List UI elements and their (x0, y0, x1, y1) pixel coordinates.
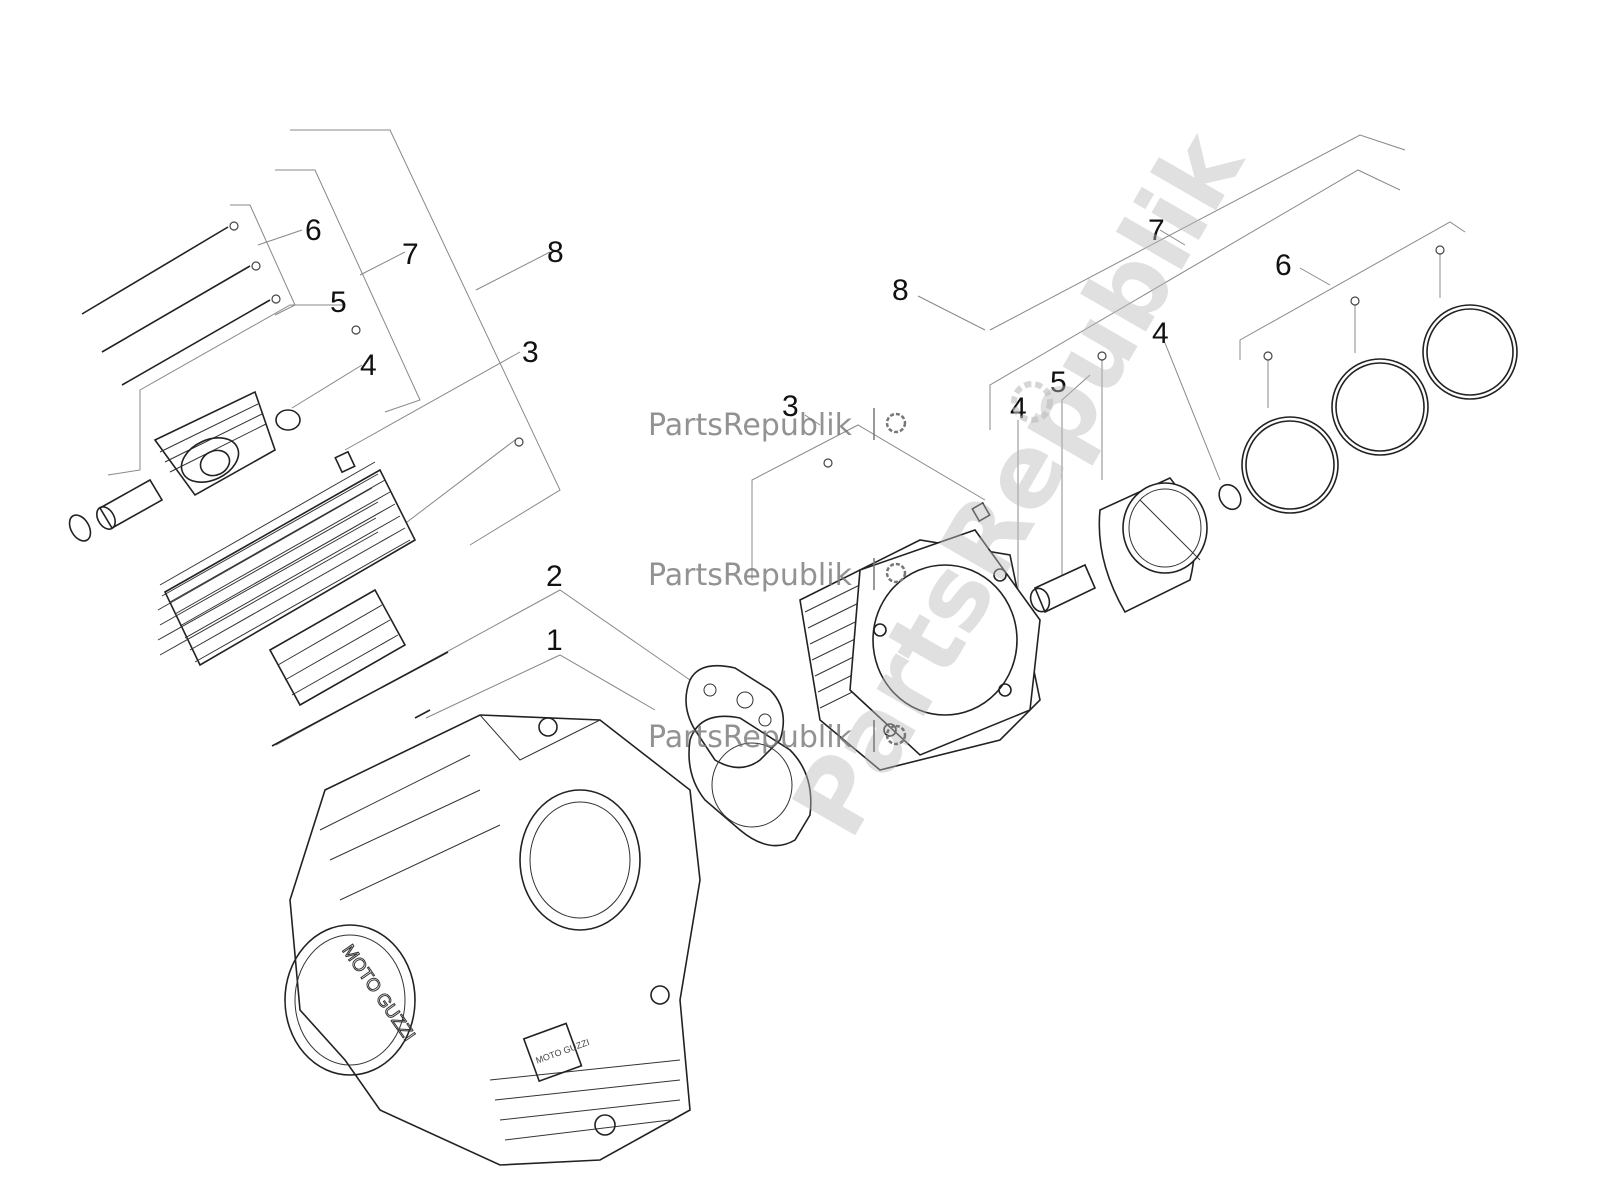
left-piston-rings-exploded (81, 221, 524, 447)
callout-right-4-upper: 4 (1152, 317, 1169, 350)
callout-left-5: 5 (330, 286, 347, 319)
right-dowel (971, 501, 991, 523)
left-piston-pin (96, 478, 164, 530)
callout-right-5: 5 (1050, 366, 1067, 399)
callout-right-6: 6 (1275, 249, 1292, 282)
right-leader-dots (823, 245, 1445, 468)
callout-left-7: 7 (402, 238, 419, 271)
watermark-small-text-1: PartsRepublik (648, 408, 853, 443)
callout-left-3: 3 (522, 336, 539, 369)
left-studs (271, 651, 449, 747)
left-dowel (334, 450, 356, 474)
callout-right-7: 7 (1148, 214, 1165, 247)
callout-left-4: 4 (360, 349, 377, 382)
watermark-gear-icon-3 (885, 724, 907, 746)
right-piston (1098, 477, 1208, 614)
callout-right-3: 3 (782, 390, 799, 423)
callout-left-2: 2 (546, 560, 563, 593)
crankcase (284, 714, 701, 1166)
watermark-small-2: PartsRepublik (648, 558, 907, 593)
watermark-small-1: PartsRepublik (648, 408, 907, 443)
left-cylinder (157, 461, 417, 707)
callout-right-8: 8 (892, 274, 909, 307)
right-circlip-upper (1218, 483, 1242, 511)
gasket-2 (685, 664, 785, 769)
left-circlips (68, 409, 301, 542)
gasket-1 (688, 715, 812, 847)
watermark-gear-icon-2 (885, 562, 907, 584)
right-piston-pin (1029, 563, 1097, 614)
callout-left-1: 1 (546, 624, 563, 657)
watermark-gear-icon-large (1011, 381, 1053, 423)
callout-left-8: 8 (547, 236, 564, 269)
watermark-small-text-3: PartsRepublik (648, 720, 853, 755)
callout-left-6: 6 (305, 214, 322, 247)
right-cylinder (799, 529, 1041, 771)
watermark-small-text-2: PartsRepublik (648, 558, 853, 593)
left-piston (153, 390, 276, 497)
right-piston-rings (1241, 304, 1518, 514)
watermark-gear-icon-1 (885, 412, 907, 434)
watermark-small-3: PartsRepublik (648, 720, 907, 755)
